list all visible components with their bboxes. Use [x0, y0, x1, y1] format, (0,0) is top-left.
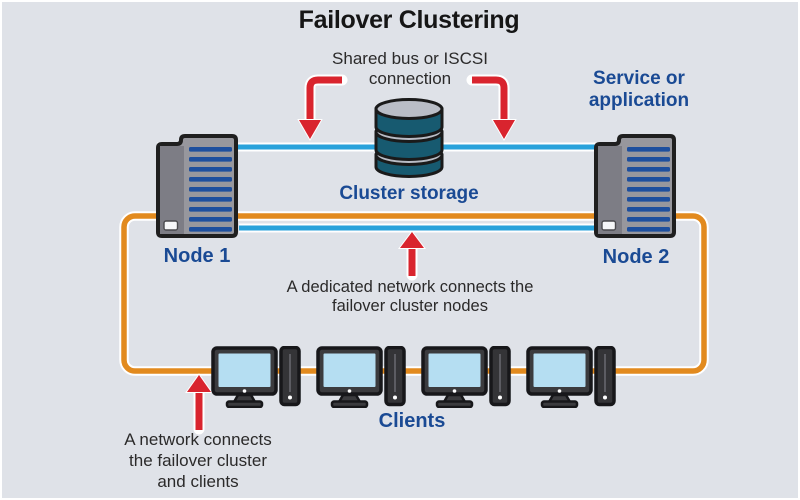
- service-line1: Service or: [593, 68, 685, 89]
- service-application-label: Service or application: [589, 68, 689, 112]
- arrow-up-icon: [398, 230, 426, 281]
- shared-bus-line1: Shared bus or ISCSI: [332, 49, 488, 68]
- client-network-line3: and clients: [157, 472, 239, 491]
- desktop-client-icon: [211, 346, 301, 408]
- node2-label: Node 2: [602, 246, 670, 268]
- desktop-client-icon: [421, 346, 511, 408]
- shared-bus-annotation: Shared bus or ISCSI connection: [332, 49, 488, 89]
- clients-label: Clients: [378, 410, 446, 432]
- database-icon: [374, 98, 444, 178]
- arrow-down-icon: [466, 74, 517, 141]
- server-icon: [156, 134, 238, 238]
- arrow-up-icon: [185, 373, 213, 435]
- orange-network-loop-line: [121, 213, 707, 374]
- shared-bus-line2: connection: [368, 69, 452, 88]
- client-network-line2: the failover cluster: [129, 451, 267, 470]
- client-network-annotation: A network connects the failover cluster …: [124, 429, 271, 492]
- desktop-client-icon: [526, 346, 616, 408]
- client-network-line1: A network connects: [124, 430, 272, 449]
- server-icon: [594, 134, 676, 238]
- desktop-client-icon: [316, 346, 406, 408]
- diagram-title: Failover Clustering: [298, 6, 520, 34]
- cluster-storage-label: Cluster storage: [339, 183, 479, 204]
- dedicated-line1: A dedicated network connects the: [286, 278, 534, 296]
- dedicated-network-annotation: A dedicated network connects the failove…: [287, 278, 534, 316]
- service-line2: application: [588, 90, 690, 111]
- arrow-down-icon: [297, 74, 348, 141]
- dedicated-line2: failover cluster nodes: [332, 297, 488, 315]
- node1-label: Node 1: [163, 245, 231, 267]
